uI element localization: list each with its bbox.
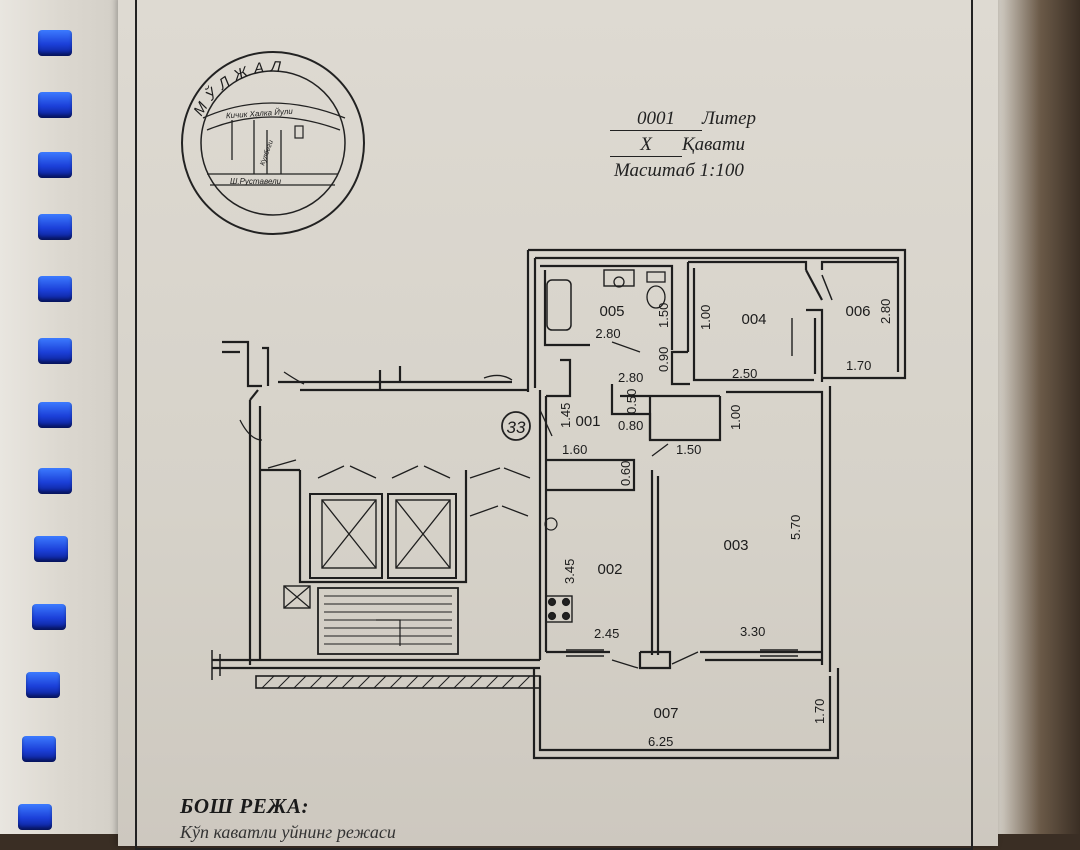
location-seal (181, 51, 365, 235)
dim-hall-280: 2.80 (618, 370, 643, 385)
seal-street-bottom: Ш.Руставели (230, 177, 282, 186)
dim-006-depth: 2.80 (878, 299, 893, 324)
seal-street-top: Кичик Халка Йули (226, 107, 294, 121)
document-page (118, 0, 998, 846)
dim-003-width: 3.30 (740, 624, 765, 639)
scale-label: Масштаб 1:100 (614, 160, 744, 181)
dimension-labels: 2.80 1.50 0.90 2.80 1.00 2.50 2.80 1.70 … (558, 299, 893, 749)
room-label-005: 005 (599, 303, 624, 320)
room-label-007: 007 (653, 705, 678, 722)
apartment-number: 33 (507, 418, 526, 437)
dim-004-width: 2.50 (732, 366, 757, 381)
room-label-006: 006 (845, 303, 870, 320)
liter-value: 0001 (610, 108, 702, 131)
room-label-002: 002 (597, 561, 622, 578)
dim-closet-150: 1.50 (676, 442, 701, 457)
dim-005-depth: 1.50 (656, 303, 671, 328)
dim-060: 0.60 (618, 461, 633, 486)
room-label-001: 001 (575, 413, 600, 430)
seal-street-side: Кулбеги (258, 139, 275, 167)
dim-002-width: 2.45 (594, 626, 619, 641)
dim-006-width: 1.70 (846, 358, 871, 373)
dim-closet-100: 1.00 (728, 405, 743, 430)
dim-050: 0.50 (624, 389, 639, 414)
dim-004-depth: 1.00 (698, 305, 713, 330)
floor-value: X (610, 134, 682, 157)
dim-005-width: 2.80 (595, 326, 620, 341)
apartment-number-circle (501, 411, 531, 441)
floor-label: Қавати (682, 134, 745, 155)
plan-walls (211, 248, 907, 760)
room-label-004: 004 (741, 311, 766, 328)
dim-160: 1.60 (562, 442, 587, 457)
liter-label: Литер (702, 108, 757, 129)
dim-007-width: 6.25 (648, 734, 673, 749)
section-title: БОШ РЕЖА: (180, 794, 310, 818)
dim-hall-090: 0.90 (656, 347, 671, 372)
dim-003-depth: 5.70 (788, 515, 803, 540)
section-subtitle: Кўп каватли уйнинг режаси (180, 822, 396, 842)
dim-002-depth: 3.45 (562, 559, 577, 584)
dim-080: 0.80 (618, 418, 643, 433)
dim-001-depth: 1.45 (558, 403, 573, 428)
dim-007-depth: 1.70 (812, 699, 827, 724)
room-label-003: 003 (723, 537, 748, 554)
